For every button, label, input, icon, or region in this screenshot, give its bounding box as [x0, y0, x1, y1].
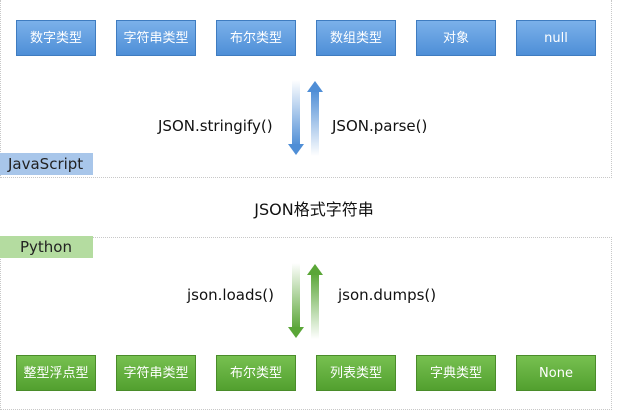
js-type-number: 数字类型 — [16, 20, 96, 56]
python-panel — [0, 237, 612, 410]
python-tag: Python — [0, 236, 93, 258]
js-up-arrow — [307, 81, 323, 156]
js-type-array: 数组类型 — [316, 20, 396, 56]
py-down-arrow — [288, 263, 304, 338]
py-up-arrow — [307, 264, 323, 339]
js-type-boolean: 布尔类型 — [216, 20, 296, 56]
py-type-list: 列表类型 — [316, 355, 396, 391]
javascript-panel — [0, 0, 612, 178]
py-loads-label: json.loads() — [187, 286, 275, 304]
py-type-string: 字符串类型 — [116, 355, 196, 391]
json-string-label: JSON格式字符串 — [254, 200, 374, 219]
js-type-object: 对象 — [416, 20, 496, 56]
py-type-numeric: 整型浮点型 — [16, 355, 96, 391]
js-type-null: null — [516, 20, 596, 56]
py-dumps-label: json.dumps() — [338, 286, 437, 304]
js-parse-label: JSON.parse() — [332, 117, 428, 135]
js-type-string: 字符串类型 — [116, 20, 196, 56]
py-type-dict: 字典类型 — [416, 355, 496, 391]
py-type-boolean: 布尔类型 — [216, 355, 296, 391]
js-down-arrow — [288, 80, 304, 155]
javascript-tag: JavaScript — [0, 153, 93, 175]
py-type-none: None — [516, 355, 596, 391]
js-stringify-label: JSON.stringify() — [158, 117, 273, 135]
